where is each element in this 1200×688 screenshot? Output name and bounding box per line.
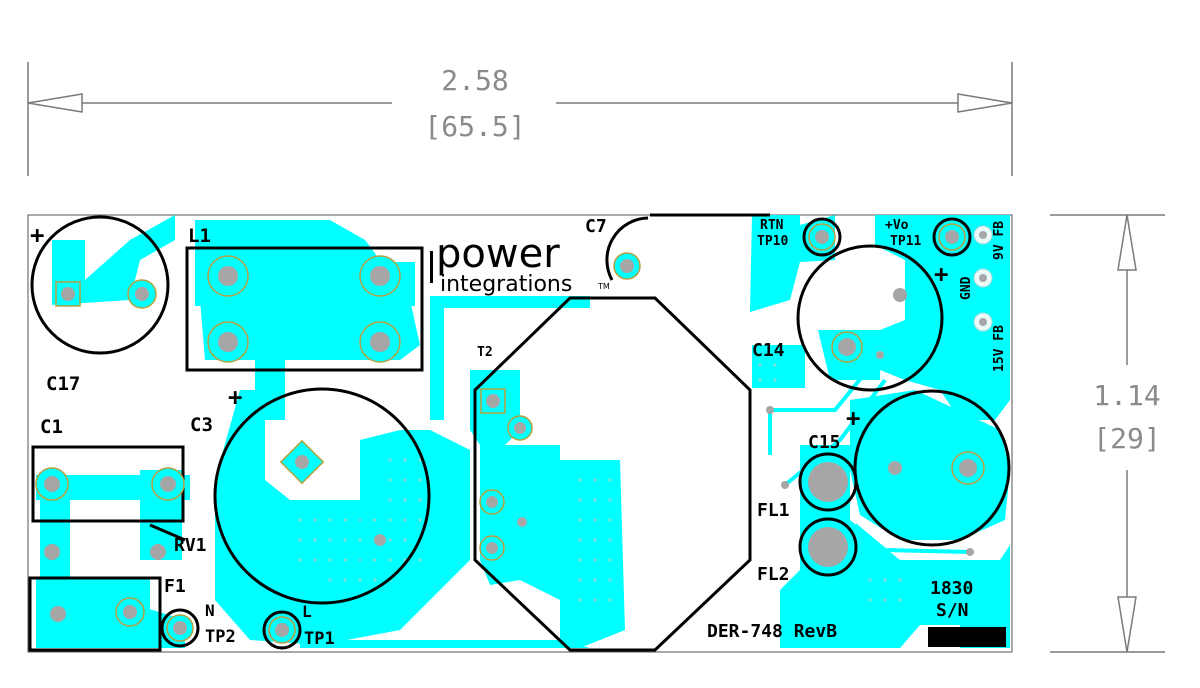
- height-dimension: 1.14 [29]: [1050, 214, 1165, 653]
- arrow-right-icon: [957, 93, 1013, 113]
- arrow-up-icon: [1117, 214, 1137, 271]
- label-c15: C15: [808, 432, 841, 453]
- label-l1: L1: [188, 225, 211, 247]
- t2-outline: [473, 296, 752, 652]
- label-rtn: RTN: [760, 218, 784, 233]
- height-mm: [29]: [1093, 422, 1160, 455]
- label-c1: C1: [40, 416, 63, 438]
- f1-outline: [28, 576, 162, 652]
- label-c17: C17: [46, 373, 80, 395]
- brand-logo: power integrations TM: [430, 231, 610, 297]
- brand-line2: integrations: [440, 272, 572, 297]
- width-mm: [65.5]: [424, 110, 525, 143]
- tp10-outline: [802, 217, 842, 257]
- plus-c15: +: [846, 404, 860, 432]
- label-tp10: TP10: [757, 234, 788, 249]
- tp2-outline: [160, 608, 200, 648]
- label-serial-number: 1830: [930, 578, 973, 599]
- c17-outline: [30, 215, 170, 355]
- label-15v-fb: 15V FB: [992, 325, 1007, 372]
- label-board-id: DER-748 RevB: [707, 621, 837, 642]
- fl2-outline: [798, 517, 858, 577]
- label-c14: C14: [752, 340, 785, 361]
- arrow-down-icon: [1117, 596, 1137, 653]
- label-sn: S/N: [936, 600, 969, 621]
- plus-c14: +: [934, 260, 948, 288]
- copper-layer: [36, 215, 1010, 648]
- label-c7: C7: [585, 216, 607, 237]
- brand-tm: TM: [597, 282, 610, 291]
- label-rv1: RV1: [174, 535, 207, 556]
- arrow-left-icon: [27, 93, 83, 113]
- width-dimension: 2.58 [65.5]: [27, 62, 1013, 176]
- label-tp2: TP2: [205, 627, 236, 647]
- label-tp1: TP1: [304, 629, 335, 649]
- label-c3: C3: [190, 414, 213, 436]
- label-f1: F1: [164, 576, 186, 597]
- label-vo: +Vo: [885, 218, 909, 233]
- fl1-outline: [798, 452, 858, 512]
- serial-block: [928, 627, 1006, 647]
- l1-outline: [185, 246, 424, 372]
- height-inches: 1.14: [1093, 379, 1160, 412]
- c15-outline: [853, 389, 1011, 547]
- plus-c17: +: [30, 221, 44, 249]
- label-l: L: [302, 602, 312, 621]
- component-labels: + L1 C17 C1 C3 + RV1 F1 N TP2 L TP1 T2 C…: [30, 216, 1007, 649]
- label-t2: T2: [477, 345, 493, 360]
- silkscreen: [28, 213, 1011, 652]
- label-gnd: GND: [959, 276, 974, 300]
- label-9v-fb: 9V FB: [992, 221, 1007, 260]
- width-inches: 2.58: [441, 64, 508, 97]
- label-fl1: FL1: [757, 500, 790, 521]
- c3-outline: [213, 387, 431, 605]
- plus-c3: +: [228, 383, 242, 411]
- brand-line1: power: [436, 231, 560, 277]
- label-fl2: FL2: [757, 564, 790, 585]
- pads: [35, 223, 993, 644]
- via-grid: [298, 363, 902, 602]
- label-tp11: TP11: [890, 234, 921, 249]
- tp11-outline: [932, 217, 972, 257]
- label-n: N: [205, 601, 215, 620]
- tp1-outline: [262, 610, 302, 650]
- c14-outline: [796, 244, 944, 392]
